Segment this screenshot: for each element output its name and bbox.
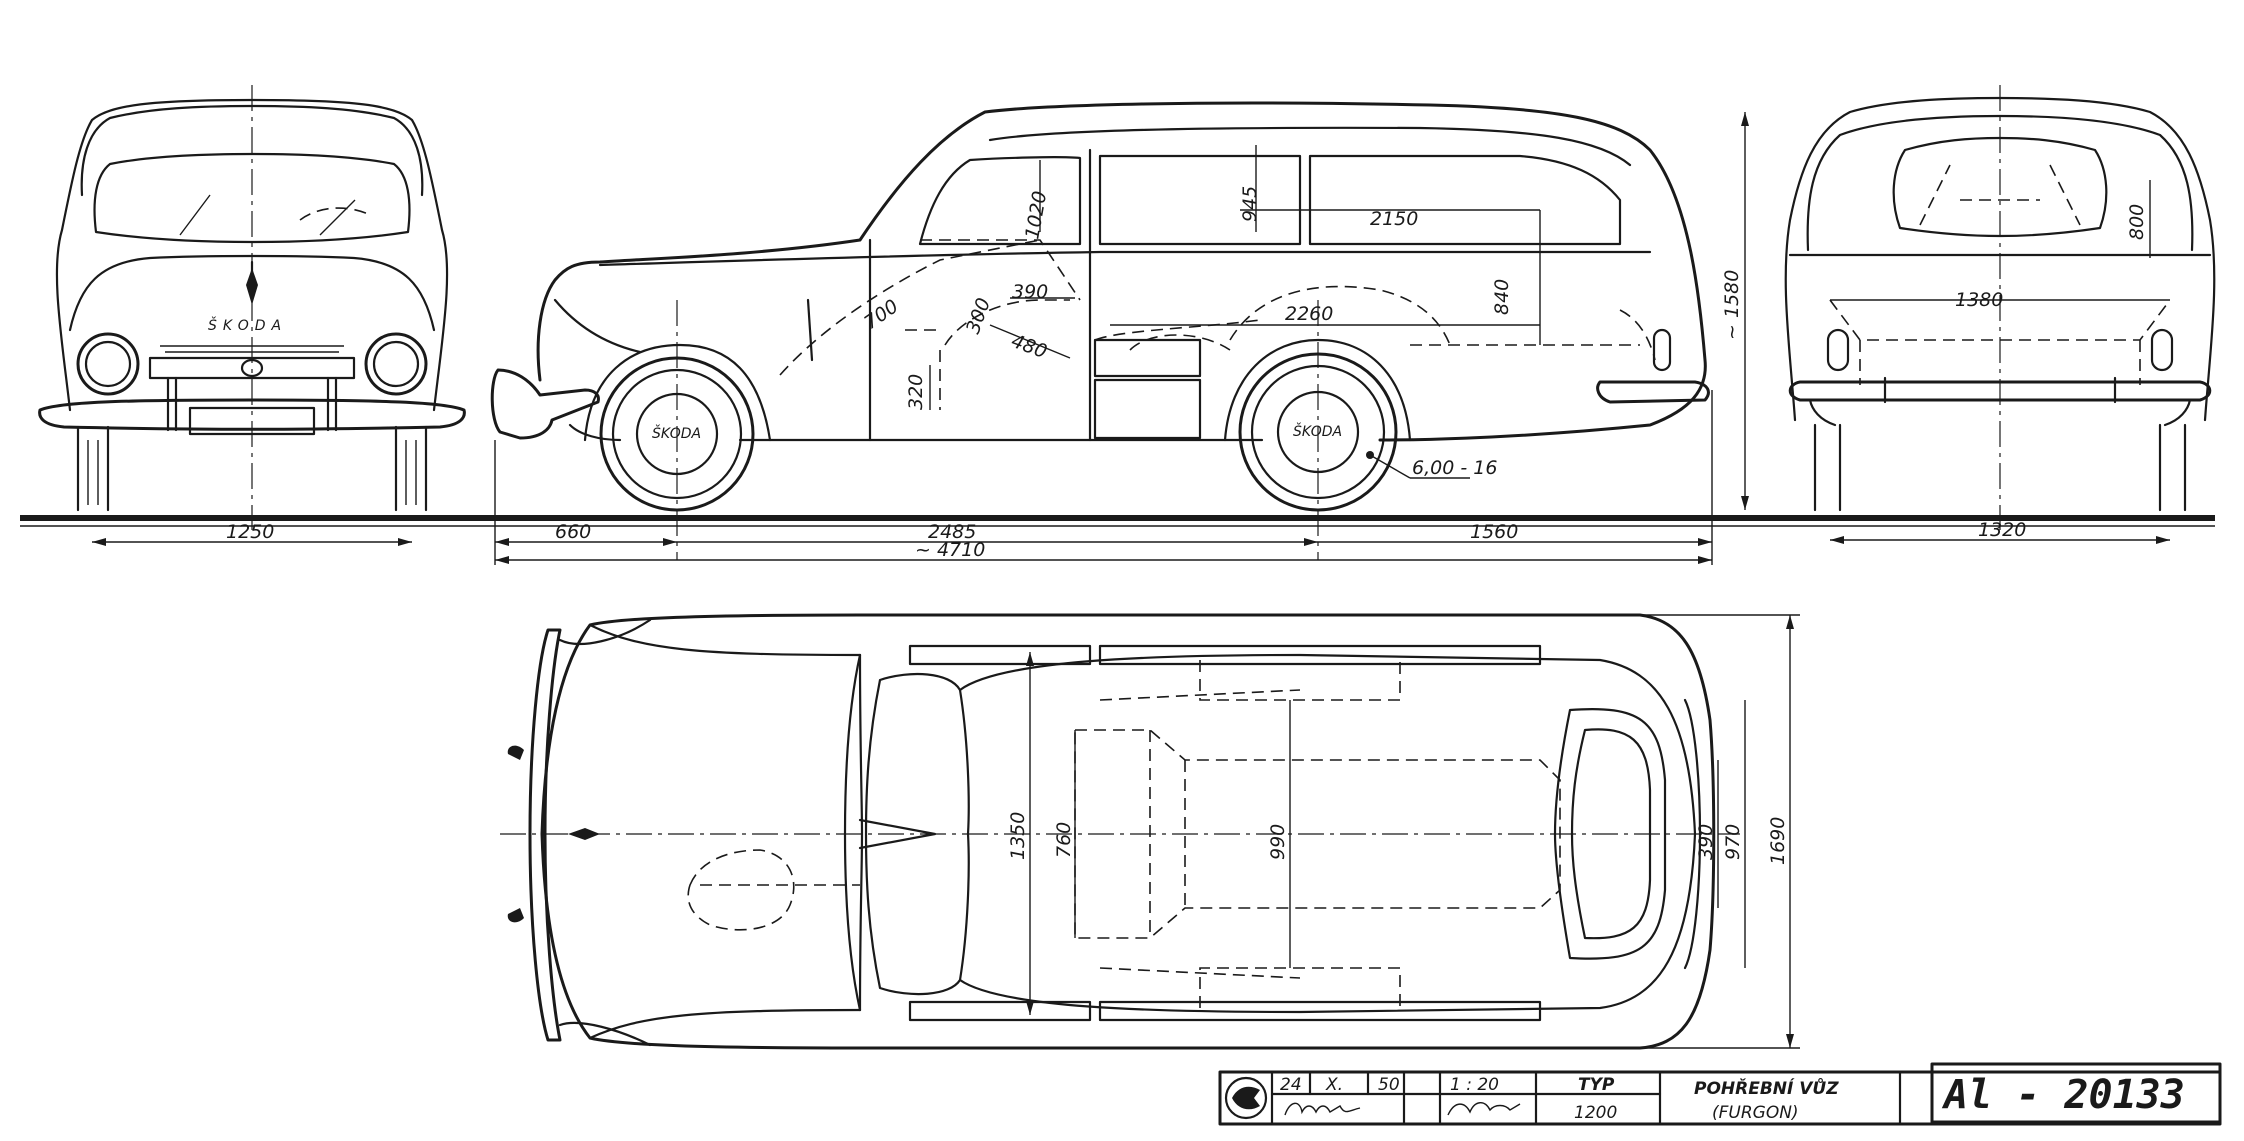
- dim-300: 300: [962, 295, 995, 337]
- dim-rear-opening: 1380: [1955, 289, 2003, 311]
- scale: 1 : 20: [1450, 1075, 1499, 1095]
- dim-front-track: 1250: [226, 521, 274, 543]
- dim-700: 700: [860, 295, 902, 334]
- front-view: ŠKODA 1250: [38, 85, 466, 546]
- dim-480: 480: [1008, 330, 1050, 363]
- dim-overall-height: ~ 1580: [1721, 270, 1743, 340]
- date-year: 50: [1378, 1075, 1400, 1095]
- dim-door-window-height: 1020: [1021, 189, 1051, 240]
- dim-plan-760: 760: [1053, 822, 1075, 858]
- date-day: 24: [1280, 1075, 1302, 1095]
- dim-side-window-height: 945: [1239, 186, 1261, 222]
- dim-plan-970: 970: [1722, 824, 1744, 860]
- dim-cargo-length: 2260: [1285, 303, 1333, 325]
- dim-front-overhang: 660: [555, 521, 591, 543]
- dim-roof-length: 2150: [1370, 208, 1418, 230]
- dim-rear-height: 800: [2126, 204, 2148, 240]
- dim-320: 320: [905, 374, 927, 410]
- drawing-number: Al - 20133: [1941, 1072, 2185, 1118]
- dim-plan-990: 990: [1267, 824, 1289, 860]
- plan-view: 1350 760 990 390 970 1690: [500, 613, 1800, 1050]
- title-block: 24 X. 50 1 : 20 TYP 1200 POHŘEBNÍ VŮZ (F…: [1218, 1062, 2222, 1126]
- typ-label: TYP: [1578, 1075, 1615, 1095]
- rear-view: 800 1380 1320: [1784, 85, 2216, 544]
- drawing-subtitle: (FURGON): [1712, 1103, 1799, 1123]
- dim-rear-length: 1560: [1470, 521, 1518, 543]
- signature-1: [1284, 1102, 1361, 1116]
- dim-tyre: 6,00 - 16: [1412, 457, 1497, 479]
- dim-plan-1350: 1350: [1007, 812, 1029, 860]
- side-view: ŠKODA ŠKODA ~ 1580 2150 2260: [490, 101, 1749, 565]
- dim-plan-390: 390: [1695, 824, 1717, 860]
- dim-overall-width: 1690: [1767, 817, 1789, 865]
- dim-cargo-height: 840: [1491, 279, 1513, 315]
- ground-lines: [20, 515, 2215, 527]
- dim-390: 390: [1012, 281, 1048, 303]
- front-badge: ŠKODA: [208, 316, 287, 334]
- date-month: X.: [1325, 1075, 1343, 1095]
- signature-2: [1447, 1102, 1521, 1116]
- dim-overall-length: ~ 4710: [915, 539, 985, 561]
- skoda-logo: [1224, 1076, 1268, 1120]
- drawing-title: POHŘEBNÍ VŮZ: [1694, 1077, 1839, 1099]
- typ-value: 1200: [1574, 1103, 1617, 1123]
- dim-wheelbase: 2485: [928, 521, 976, 543]
- dim-rear-track: 1320: [1978, 519, 2026, 541]
